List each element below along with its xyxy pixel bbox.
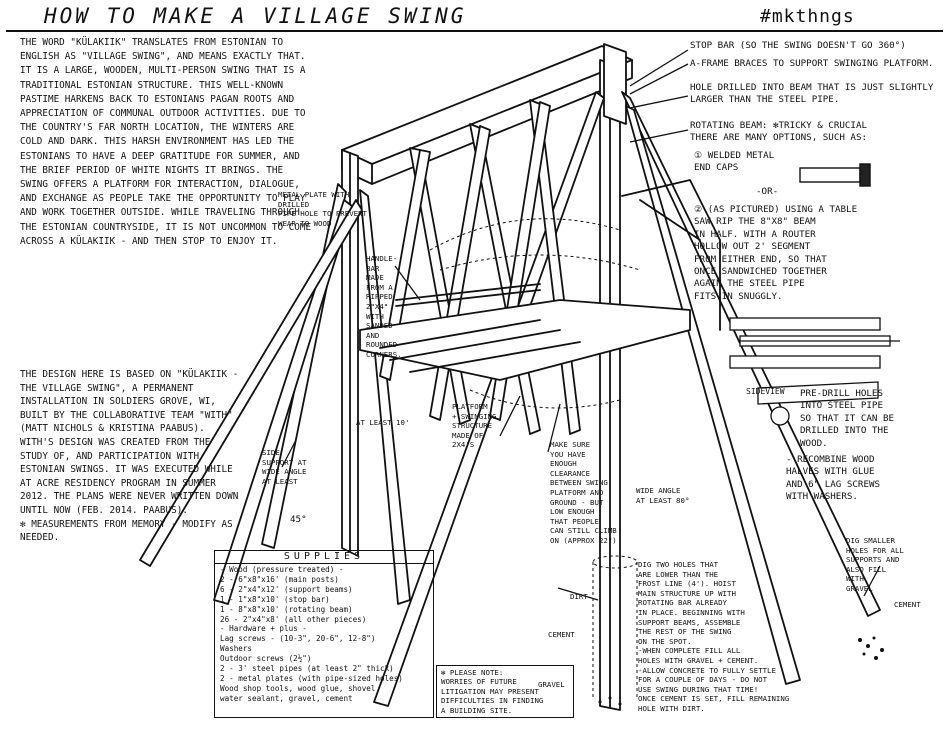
hole-drilled-label: Hole drilled into beam that is just slig… (690, 82, 940, 107)
supply-item: 1 - 1"x8"x10' (stop bar) (220, 595, 403, 605)
intro-paragraph: The word "Külakiik" translates from Esto… (20, 36, 315, 249)
side-view-label: sideview (746, 386, 785, 398)
or-label: -or- (756, 186, 778, 198)
handle-bar-label: Handle- bar made from a ripped 2"x4" wit… (366, 254, 402, 360)
dig-smaller-label: Dig smaller holes for all supports and a… (846, 536, 904, 594)
stop-bar-label: Stop bar (so the swing doesn't go 360°) (690, 40, 906, 52)
side-support-label: Side support at wide angle at least (262, 448, 307, 486)
recombine-label: - Recombine wood halves with glue and 6"… (786, 454, 880, 504)
cement-right-label: Cement (894, 600, 921, 610)
platform-label: Platform + swinging structure made of 2x… (452, 402, 497, 450)
supplies-box: SUPPLIES - Wood (pressure treated) - 2 -… (214, 550, 434, 718)
a-frame-label: A-frame braces to support swinging platf… (690, 58, 933, 70)
supply-item: 2 - 3' steel pipes (at least 2" thick) (220, 664, 403, 674)
supplies-list: - Wood (pressure treated) - 2 - 6"x8"x16… (220, 565, 403, 704)
supply-item: Wood shop tools, wood glue, shovel, (220, 684, 403, 694)
header-rule (6, 30, 943, 32)
option-2-label: ② (As pictured) using a table saw rip th… (694, 204, 857, 303)
supply-item: Lag screws - (10-3", 20-6", 12-8") (220, 634, 403, 644)
pre-drill-label: Pre-drill holes into steel pipe so that … (800, 388, 894, 450)
clearance-label: Make sure you have enough clearance betw… (550, 440, 617, 546)
supply-item: Outdoor screws (2½") (220, 654, 403, 664)
angle-45-label: 45° (290, 514, 307, 526)
at-least-10-label: At least 10' (356, 418, 409, 428)
note-box: ✻ Please note: Worries of future litigat… (436, 665, 574, 718)
supply-item: - Wood (pressure treated) - (220, 565, 403, 575)
dig-holes-label: Dig two holes that are lower than the fr… (638, 560, 789, 714)
note-text: ✻ Please note: Worries of future litigat… (441, 668, 543, 715)
metal-plate-label: Metal plate with drilled pipe hole to pr… (278, 190, 378, 228)
cement-left-label: Cement (548, 630, 575, 640)
supply-item: Washers (220, 644, 403, 654)
supply-item: 26 - 2"x4"x8' (all other pieces) (220, 615, 403, 625)
supplies-title: SUPPLIES (215, 551, 433, 564)
page-title: HOW TO MAKE A VILLAGE SWING (44, 4, 466, 28)
supply-item: water sealant, gravel, cement (220, 694, 403, 704)
wide-angle-label: Wide angle at least 80° (636, 486, 689, 505)
supply-item: 1 - 8"x8"x10' (rotating beam) (220, 605, 403, 615)
supply-item: 6 - 2"x4"x12' (support beams) (220, 585, 403, 595)
dirt-label: Dirt (570, 592, 588, 602)
supply-item: 2 - metal plates (with pipe-sized holes) (220, 674, 403, 684)
hashtag: #mkthngs (760, 6, 855, 27)
rotating-beam-label: Rotating beam: ✻Tricky & crucial there a… (690, 120, 867, 145)
design-paragraph: The design here is based on "Külakiik - … (20, 368, 240, 545)
supply-item: - Hardware + plus - (220, 624, 403, 634)
supply-item: 2 - 6"x8"x16' (main posts) (220, 575, 403, 585)
option-1-label: ① Welded metal end caps (694, 150, 774, 175)
